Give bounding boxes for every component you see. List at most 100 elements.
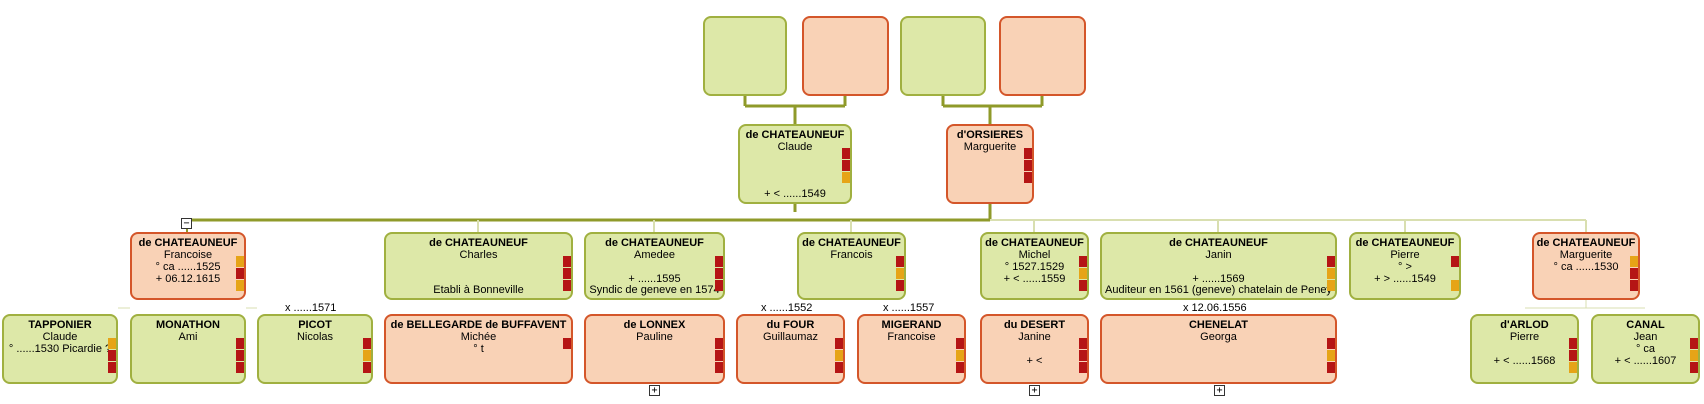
person-surname: CHENELAT	[1188, 319, 1249, 331]
yellow-source-marker	[896, 268, 904, 279]
red-source-marker	[956, 362, 964, 373]
person-surname: MIGERAND	[881, 319, 942, 331]
person-detail	[1102, 261, 1335, 273]
yellow-source-marker	[363, 350, 371, 361]
marriage-date-label: x ......1571	[285, 302, 337, 314]
person-detail: + < ......1559	[1003, 273, 1066, 285]
yellow-source-marker	[1327, 350, 1335, 361]
red-source-marker	[1327, 362, 1335, 373]
person-given-name: Janin	[1205, 249, 1232, 261]
person-surname: de CHATEAUNEUF	[429, 237, 528, 249]
person-given-name: Amedee	[634, 249, 675, 261]
person-detail: ° ......1530 Picardie ?	[8, 343, 112, 355]
person-surname: de BELLEGARDE de BUFFAVENT	[390, 319, 567, 331]
person-surname: de LONNEX	[623, 319, 686, 331]
yellow-source-marker	[842, 172, 850, 183]
red-source-marker	[108, 362, 116, 373]
red-source-marker	[842, 160, 850, 171]
red-source-marker	[563, 256, 571, 267]
grandparent-box[interactable]	[703, 16, 787, 96]
person-detail: + < ......1568	[1493, 355, 1556, 367]
grandparent-box[interactable]	[999, 16, 1086, 96]
person-surname: du DESERT	[1003, 319, 1066, 331]
person-detail: ° t	[473, 343, 484, 355]
person-detail: + ......1569	[1192, 273, 1245, 285]
red-source-marker	[835, 362, 843, 373]
person-detail: + > ......1549	[1374, 273, 1436, 285]
person-detail: + 06.12.1615	[155, 273, 221, 285]
yellow-source-marker	[1690, 350, 1698, 361]
red-source-marker	[1079, 338, 1087, 349]
red-source-marker	[1690, 338, 1698, 349]
yellow-source-marker	[1630, 256, 1638, 267]
person-surname: de CHATEAUNEUF	[745, 129, 845, 141]
red-source-marker	[236, 268, 244, 279]
person-detail: ° ca	[1635, 343, 1656, 355]
red-source-marker	[563, 268, 571, 279]
person-given-name: Ami	[178, 331, 198, 343]
red-source-marker	[715, 280, 723, 291]
grandparent-box[interactable]	[802, 16, 889, 96]
expand-toggle[interactable]: +	[649, 385, 660, 396]
red-source-marker	[715, 256, 723, 267]
person-detail: ° ca ......1525	[155, 261, 221, 273]
person-surname: de CHATEAUNEUF	[1536, 237, 1636, 249]
red-source-marker	[1630, 268, 1638, 279]
red-source-marker	[715, 268, 723, 279]
yellow-source-marker	[1327, 280, 1335, 291]
yellow-source-marker	[835, 350, 843, 361]
person-given-name: Janine	[1018, 331, 1051, 343]
collapse-toggle[interactable]: −	[181, 218, 192, 229]
red-source-marker	[1079, 256, 1087, 267]
person-surname: PICOT	[298, 319, 332, 331]
red-source-marker	[1569, 350, 1577, 361]
expand-toggle[interactable]: +	[1029, 385, 1040, 396]
person-given-name: Georga	[1200, 331, 1237, 343]
yellow-source-marker	[108, 338, 116, 349]
red-source-marker	[363, 338, 371, 349]
red-source-marker	[236, 338, 244, 349]
person-given-name: Guillaumaz	[762, 331, 819, 343]
red-source-marker	[1569, 338, 1577, 349]
red-source-marker	[236, 362, 244, 373]
person-given-name: Francoise	[163, 249, 213, 261]
red-source-marker	[896, 280, 904, 291]
person-given-name: Claude	[42, 331, 78, 343]
person-surname: de CHATEAUNEUF	[1355, 237, 1455, 249]
person-given-name: Francoise	[887, 331, 936, 343]
marriage-date-label: x ......1552	[761, 302, 813, 314]
person-given-name: Jean	[1633, 331, 1658, 343]
marriage-date-label: x 12.06.1556	[1183, 302, 1247, 314]
red-source-marker	[715, 338, 723, 349]
person-surname: d'ORSIERES	[956, 129, 1024, 141]
red-source-marker	[1690, 362, 1698, 373]
person-detail	[586, 261, 723, 273]
person-given-name: Nicolas	[296, 331, 334, 343]
grandparent-box[interactable]	[900, 16, 986, 96]
expand-toggle[interactable]: +	[1214, 385, 1225, 396]
red-source-marker	[956, 338, 964, 349]
person-given-name: Claude	[777, 141, 813, 153]
marriage-date-label: x ......1557	[883, 302, 935, 314]
